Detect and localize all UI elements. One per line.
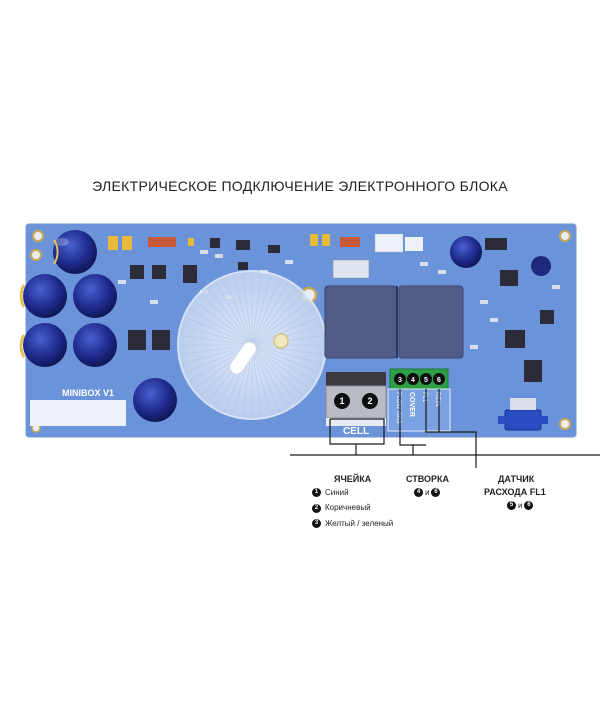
- flow-gas-label: FLOW GAS: [395, 392, 401, 424]
- terminal-block-right: [389, 368, 449, 390]
- conjunction-text: и: [518, 501, 523, 510]
- legend-cell-title: ЯЧЕЙКА: [334, 474, 372, 484]
- terminal-1-label: 1: [339, 396, 344, 406]
- rein-label: REIN: [434, 392, 440, 406]
- wire-color-text: Синий: [325, 488, 349, 497]
- wire-color-text: Желтый / зеленый: [325, 518, 394, 528]
- legend-sensor-title-2: РАСХОДА FL1: [484, 487, 546, 497]
- number-badge: 6: [524, 501, 534, 511]
- label-sticker: [30, 400, 126, 426]
- number-badge: 3: [312, 519, 321, 529]
- number-badge: 4: [414, 488, 423, 498]
- flow-sensor-connector: [498, 398, 548, 431]
- board-name: MINIBOX V1: [62, 388, 114, 398]
- cell-label: CELL: [343, 426, 369, 437]
- relays: [324, 285, 464, 359]
- number-badge: 5: [507, 501, 516, 511]
- legend-cell-list: 1 Синий 2 Коричневый 3 Желтый / зеленый: [312, 488, 394, 529]
- silkscreen-panel: [387, 388, 451, 432]
- fl1-label: FL1: [421, 392, 427, 403]
- number-badge: 6: [431, 488, 441, 498]
- connection-lines: [290, 389, 600, 468]
- legend-cell-item: 2 Коричневый: [312, 503, 393, 513]
- smd-components: [128, 233, 554, 382]
- number-badge: 1: [312, 488, 321, 498]
- terminal-5-label: 5: [424, 377, 428, 384]
- terminal-block-left: [325, 372, 387, 426]
- terminal-2-label: 2: [367, 396, 372, 406]
- jumpers: [108, 234, 330, 250]
- wire-color-text: Коричневый: [325, 503, 371, 513]
- legend-sensor-title-1: ДАТЧИК: [498, 474, 535, 484]
- terminal-3-label: 3: [398, 377, 402, 384]
- terminal-6-label: 6: [437, 377, 441, 384]
- capacitors: [19, 230, 551, 422]
- cover-label: COVER: [408, 392, 415, 417]
- conjunction-text: и: [425, 488, 430, 497]
- page-title: ЭЛЕКТРИЧЕСКОЕ ПОДКЛЮЧЕНИЕ ЭЛЕКТРОННОГО Б…: [92, 178, 508, 194]
- number-badge: 2: [312, 503, 321, 513]
- legend-cell-item: 3 Желтый / зеленый: [312, 518, 394, 529]
- legend-cell-item: 1 Синий: [312, 488, 393, 498]
- terminal-4-label: 4: [411, 377, 415, 384]
- legend-cover-title: СТВОРКА: [406, 474, 450, 484]
- translucent-cover: [177, 270, 327, 420]
